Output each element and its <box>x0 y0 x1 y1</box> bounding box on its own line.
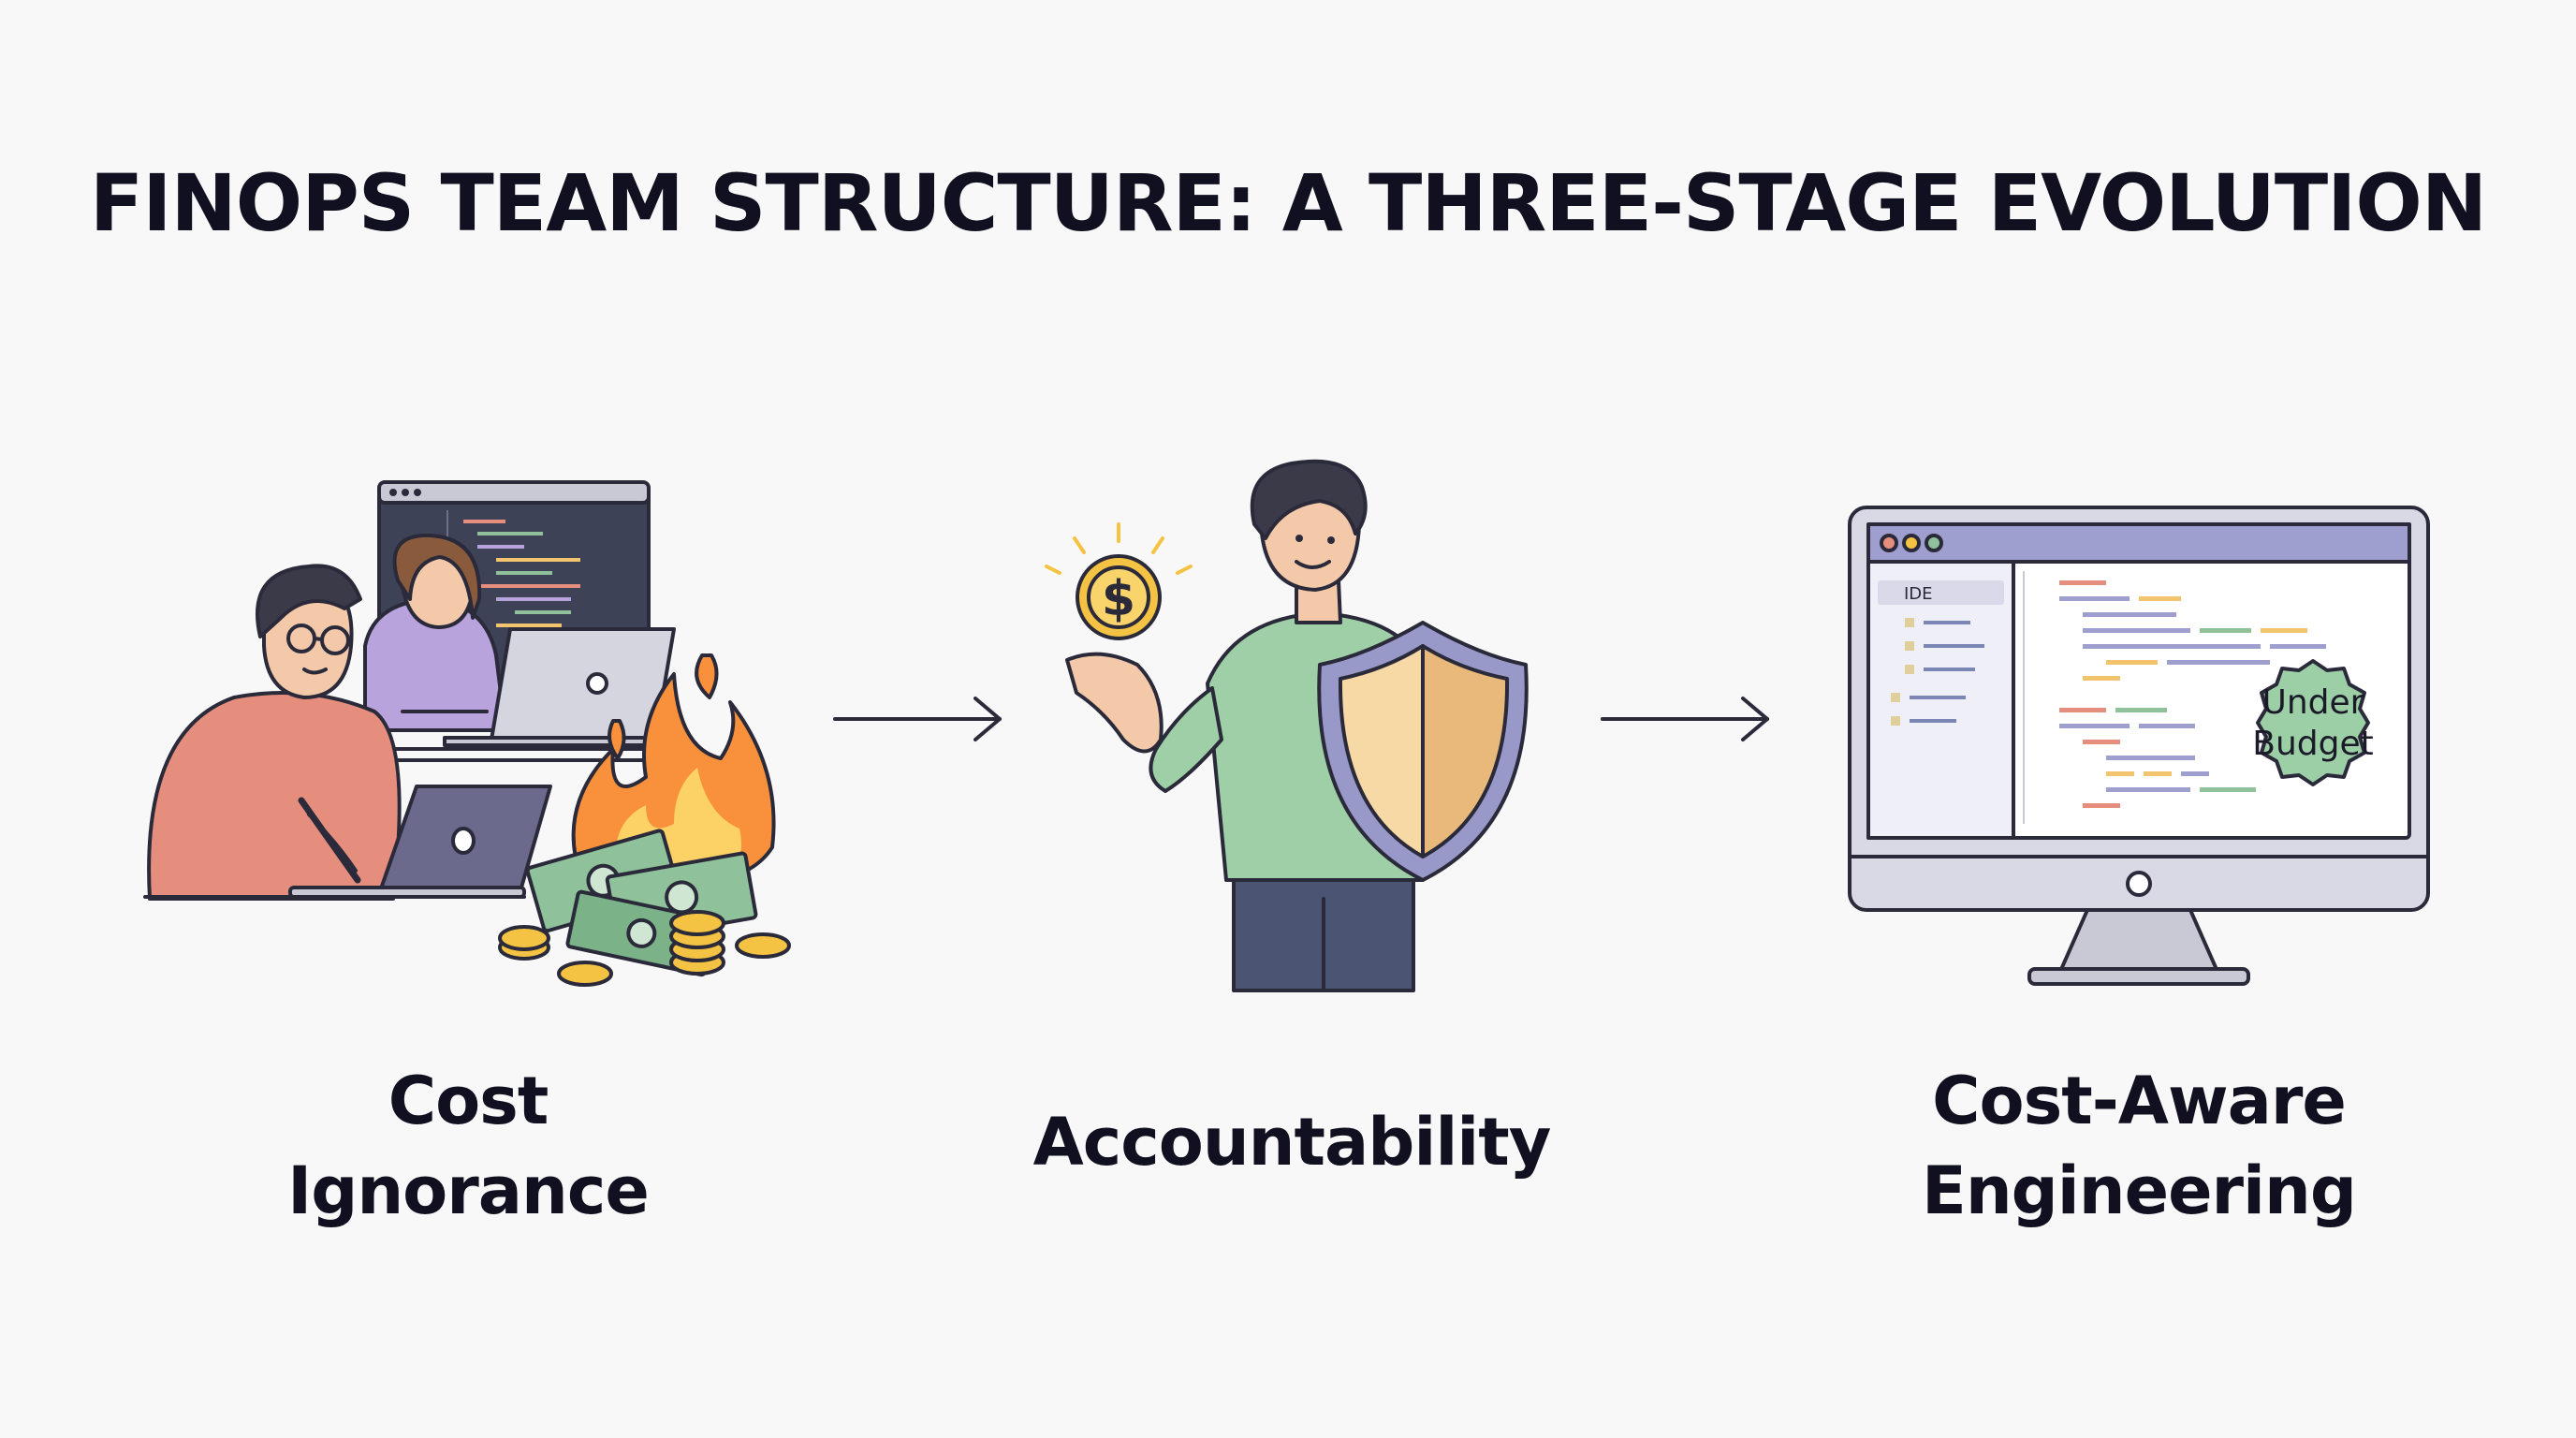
stage-label-cost-aware-engineering: Cost-Aware Engineering <box>1858 1056 2420 1236</box>
badge-line-budget: Budget <box>2252 725 2373 763</box>
arrow-right-icon <box>833 697 1002 741</box>
stage-label-line: Engineering <box>1922 1152 2357 1229</box>
coins-icon <box>498 910 791 987</box>
cash-pile-icon <box>525 829 758 977</box>
stage-label-line: Cost-Aware <box>1932 1063 2347 1139</box>
stage-label-line: Accountability <box>1032 1104 1552 1181</box>
developer-woman <box>363 533 507 732</box>
stage-label-line: Ignorance <box>287 1152 650 1229</box>
stage-label-cost-ignorance: Cost Ignorance <box>225 1056 711 1236</box>
front-laptop <box>288 785 552 899</box>
monitor-ide-under-budget-icon: IDE <box>1848 506 2430 986</box>
dollar-coin-icon: $ <box>1045 522 1193 640</box>
badge-line-under: Under <box>2262 683 2364 722</box>
arrow-right-icon <box>1601 697 1769 741</box>
person-with-shield-and-coin-icon: $ <box>1045 459 1529 992</box>
developers-burning-money-icon <box>143 480 791 987</box>
page-title: FINOPS TEAM STRUCTURE: A THREE-STAGE EVO… <box>89 157 2487 249</box>
stage-label-line: Cost <box>388 1063 549 1139</box>
under-budget-badge: Under Budget <box>2252 659 2374 786</box>
shield-icon <box>1317 621 1529 882</box>
coin-dollar-sign: $ <box>1102 571 1135 627</box>
ide-label: IDE <box>1904 584 1933 604</box>
developer-man <box>147 564 402 901</box>
stage-label-accountability: Accountability <box>992 1097 1591 1187</box>
